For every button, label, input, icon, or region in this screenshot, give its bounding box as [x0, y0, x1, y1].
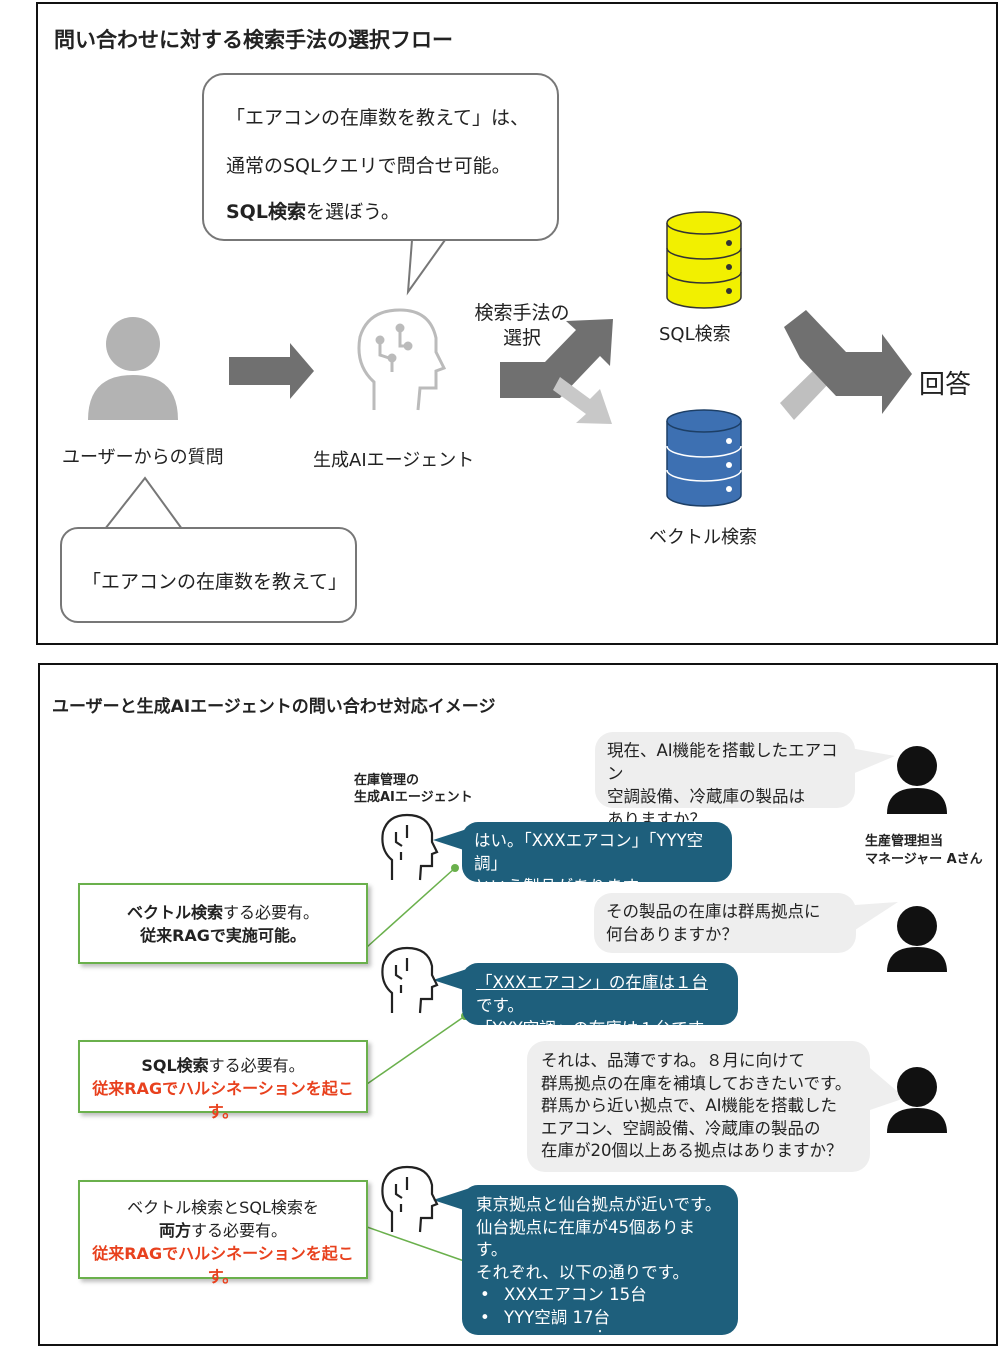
user-message-3-line: 群馬拠点の在庫を補填しておきたいです。	[541, 1073, 852, 1093]
sql-database-icon	[666, 211, 742, 309]
split-arrow-icon	[500, 319, 613, 424]
agent-message-3-line: 仙台拠点に在庫が45個あります。	[476, 1217, 695, 1260]
agent-name-label: 在庫管理の 生成AIエージェント	[354, 772, 473, 806]
note-2-warning: 従来RAGでハルシネーションを起こす。	[92, 1079, 354, 1121]
note-both-search: ベクトル検索とSQL検索を 両方する必要有。 従来RAGでハルシネーションを起こ…	[78, 1180, 368, 1286]
user-question-bubble: 「エアコンの在庫数を教えて」	[60, 527, 357, 623]
select-method-label-line1: 検索手法の	[474, 302, 570, 324]
note-3-rest: する必要有。	[191, 1221, 288, 1240]
note-3-warning: 従来RAGでハルシネーションを起こす。	[92, 1244, 354, 1286]
user-question-label: ユーザーからの質問	[62, 447, 224, 468]
user-message-1-line: 空調設備、冷蔵庫の製品は	[607, 787, 805, 806]
vector-search-label: ベクトル検索	[649, 527, 757, 548]
agent-message-2-rest: です。	[671, 1019, 720, 1038]
note-1-bold: ベクトル検索	[126, 903, 223, 922]
agent-thought-bubble: 「エアコンの在庫数を教えて」は、 通常のSQLクエリで問合せ可能。 SQL検索を…	[202, 73, 559, 241]
user-message-3-line: 在庫が20個以上ある拠点はありますか？	[541, 1141, 843, 1160]
agent-thought-line2: 通常のSQLクエリで問合せ可能。	[226, 155, 511, 177]
sql-search-emphasis: SQL検索	[226, 201, 306, 223]
agent-message-2: 「XXXエアコン」の在庫は１台です。 「YYY空調」の在庫は１台です。	[462, 963, 738, 1038]
agent-message-3-item-text: XXXエアコン 15台	[504, 1285, 647, 1304]
arrow-to-agent-icon	[229, 343, 314, 399]
agent-message-3: 東京拠点と仙台拠点が近いです。 仙台拠点に在庫が45個あります。 それぞれ、以下…	[462, 1185, 738, 1345]
agent-thought-line1: 「エアコンの在庫数を教えて」は、	[226, 107, 530, 129]
agent-message-3-line: 東京拠点と仙台拠点が近いです。	[476, 1195, 722, 1214]
note-1-rest: する必要有。	[223, 903, 320, 922]
agent-message-2-line: 「YYY空調」の在庫は１台です。	[476, 1017, 724, 1040]
note-1-line1: ベクトル検索する必要有。	[80, 901, 366, 924]
note-2-line1: SQL検索する必要有。	[80, 1054, 366, 1077]
user-message-1: 現在、AI機能を搭載したエアコン 空調設備、冷蔵庫の製品は ありますか？	[595, 732, 855, 829]
user-message-2-line: その製品の在庫は群馬拠点に	[606, 902, 821, 921]
agent-message-1: はい。「XXXエアコン」「YYY空調」 という製品があります。	[462, 822, 732, 896]
manager-name-line2: マネージャー Aさん	[865, 852, 983, 867]
agent-message-1-line: はい。「XXXエアコン」「YYY空調」	[474, 831, 704, 873]
vector-database-icon	[666, 409, 742, 507]
agent-message-3-item: •YYY空調 17台	[480, 1307, 610, 1327]
flow-graphics	[88, 211, 912, 530]
answer-label: 回答	[919, 370, 972, 400]
select-method-label-line2: 選択	[502, 327, 541, 349]
flow-title: 問い合わせに対する検索手法の選択フロー	[54, 28, 453, 52]
agent-message-1-line: という製品があります。	[474, 877, 654, 896]
note-vector-search: ベクトル検索する必要有。 従来RAGで実施可能。	[78, 883, 368, 964]
user-icon	[88, 317, 178, 420]
note-1-line2: 従来RAGで実施可能。	[140, 926, 306, 945]
merge-arrow-icon	[780, 310, 912, 420]
note-2-rest: する必要有。	[208, 1056, 305, 1075]
agent-thought-line3-rest: を選ぼう。	[305, 201, 400, 223]
user-message-2-line: 何台ありますか？	[606, 925, 738, 944]
note-3-bold: 両方	[158, 1221, 191, 1240]
ai-head-icon	[357, 308, 447, 411]
user-message-3-line: 群馬から近い拠点で、AI機能を搭載した	[541, 1096, 837, 1115]
note-3-line1: ベクトル検索とSQL検索を	[127, 1198, 319, 1217]
user-message-3-line: それは、品薄ですね。８月に向けて	[541, 1051, 805, 1070]
note-3-line2: 両方する必要有。	[80, 1219, 366, 1242]
sql-search-label: SQL検索	[659, 324, 731, 345]
user-message-1-line: 現在、AI機能を搭載したエアコン	[607, 741, 838, 783]
agent-name-line2: 生成AIエージェント	[354, 790, 473, 805]
chat-title: ユーザーと生成AIエージェントの問い合わせ対応イメージ	[52, 697, 496, 717]
stock-link-2[interactable]: 「YYY空調」の在庫は１台	[476, 1019, 672, 1038]
agent-message-3-line: それぞれ、以下の通りです。	[476, 1262, 690, 1282]
stock-link-1[interactable]: 「XXXエアコン」の在庫は１台	[476, 973, 708, 992]
manager-name-label: 生産管理担当 マネージャー Aさん	[865, 833, 983, 869]
agent-message-2-rest: です。	[476, 996, 524, 1015]
user-message-2: その製品の在庫は群馬拠点に 何台ありますか？	[594, 893, 856, 953]
user-message-3-line: エアコン、空調設備、冷蔵庫の製品の	[541, 1118, 821, 1138]
agent-message-2-line: 「XXXエアコン」の在庫は１台です。	[476, 971, 724, 1017]
select-method-label: 検索手法の 選択	[466, 301, 578, 351]
user-question-text: 「エアコンの在庫数を教えて」	[82, 571, 348, 593]
agent-message-3-item-text: YYY空調 17台	[504, 1307, 610, 1327]
more-indicator: ⋮	[591, 1327, 609, 1346]
note-sql-search: SQL検索する必要有。 従来RAGでハルシネーションを起こす。	[78, 1040, 368, 1121]
agent-thought-line3: SQL検索を選ぼう。	[226, 197, 400, 224]
manager-name-line1: 生産管理担当	[865, 834, 944, 849]
agent-message-3-item: •XXXエアコン 15台	[480, 1285, 647, 1304]
note-2-bold: SQL検索	[141, 1056, 209, 1075]
user-message-3: それは、品薄ですね。８月に向けて 群馬拠点の在庫を補填しておきたいです。 群馬か…	[527, 1041, 870, 1172]
agent-label: 生成AIエージェント	[313, 450, 475, 471]
agent-name-line1: 在庫管理の	[354, 773, 420, 788]
